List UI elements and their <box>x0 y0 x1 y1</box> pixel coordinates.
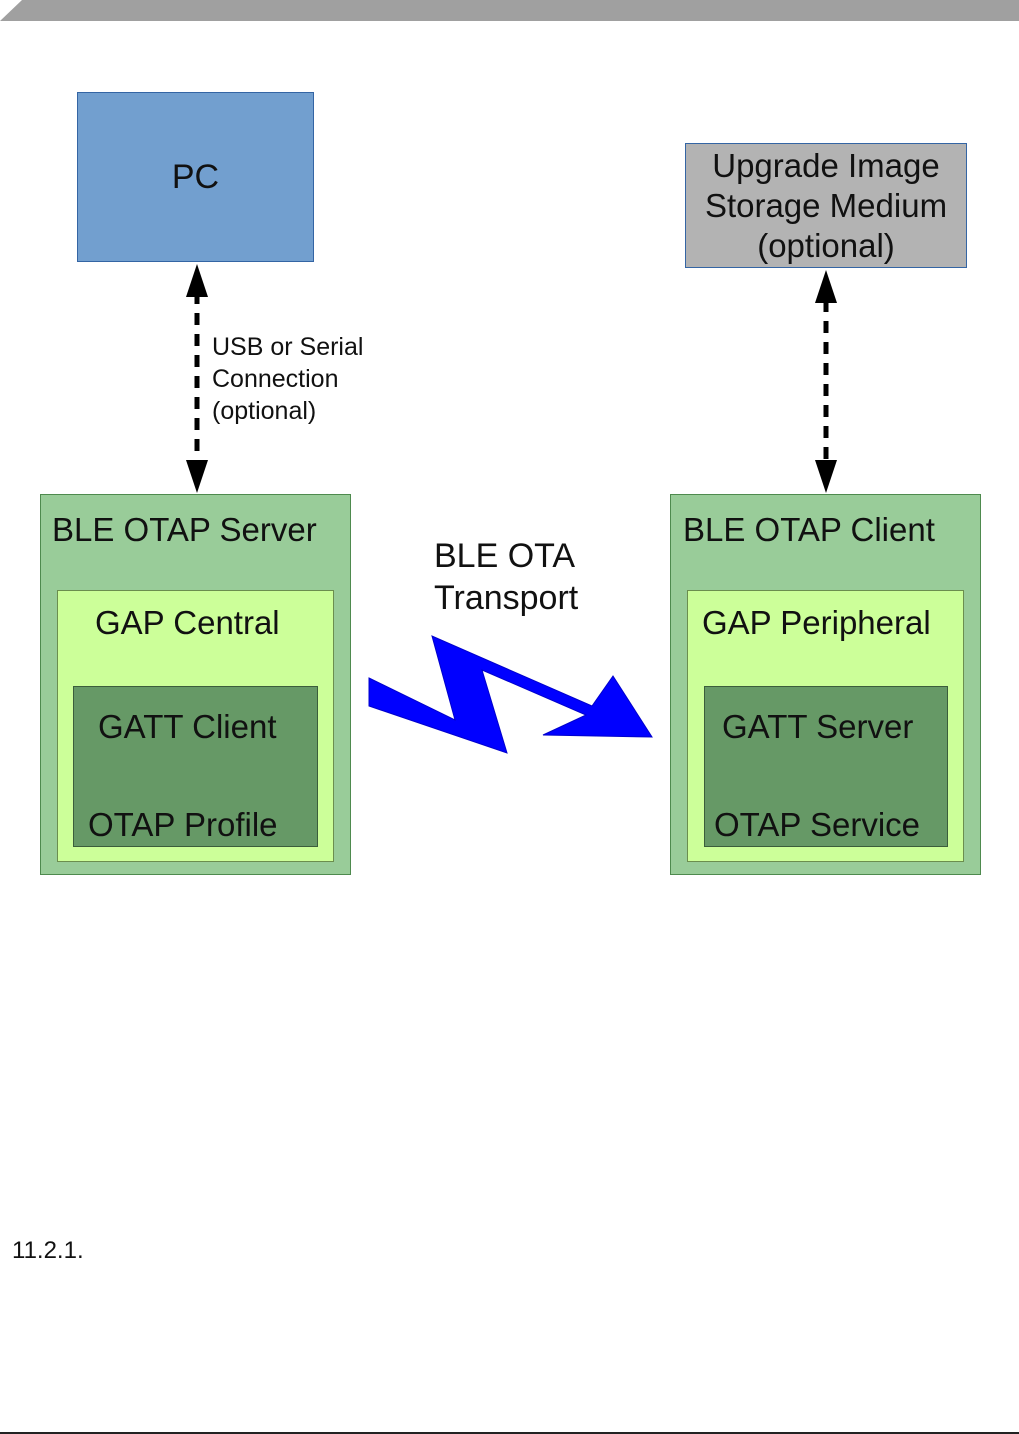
storage-medium-label: Upgrade Image Storage Medium (optional) <box>704 146 948 264</box>
header-band <box>0 0 1019 21</box>
client-gatt-box <box>704 686 948 847</box>
server-gatt-label: GATT Client <box>98 708 277 745</box>
lightning-bolt-icon <box>368 635 653 754</box>
client-role-label: GAP Peripheral <box>702 604 931 641</box>
footer-divider <box>0 1432 1019 1434</box>
server-gatt-box <box>73 686 318 847</box>
storage-medium-box: Upgrade Image Storage Medium (optional) <box>685 143 967 268</box>
client-title: BLE OTAP Client <box>683 511 935 548</box>
transport-label: BLE OTA Transport <box>434 537 579 617</box>
client-profile-label: OTAP Service <box>714 806 921 843</box>
server-title: BLE OTAP Server <box>52 511 317 548</box>
pc-label: PC <box>171 157 220 196</box>
usb-connection-arrow <box>186 264 208 493</box>
server-role-label: GAP Central <box>95 604 280 641</box>
pc-box: PC <box>77 92 314 262</box>
server-profile-label: OTAP Profile <box>88 806 278 843</box>
section-number: 11.2.1. <box>12 1237 84 1264</box>
usb-connection-label: USB or Serial Connection (optional) <box>212 333 364 425</box>
client-gatt-label: GATT Server <box>722 708 914 745</box>
storage-connection-arrow <box>815 270 837 493</box>
